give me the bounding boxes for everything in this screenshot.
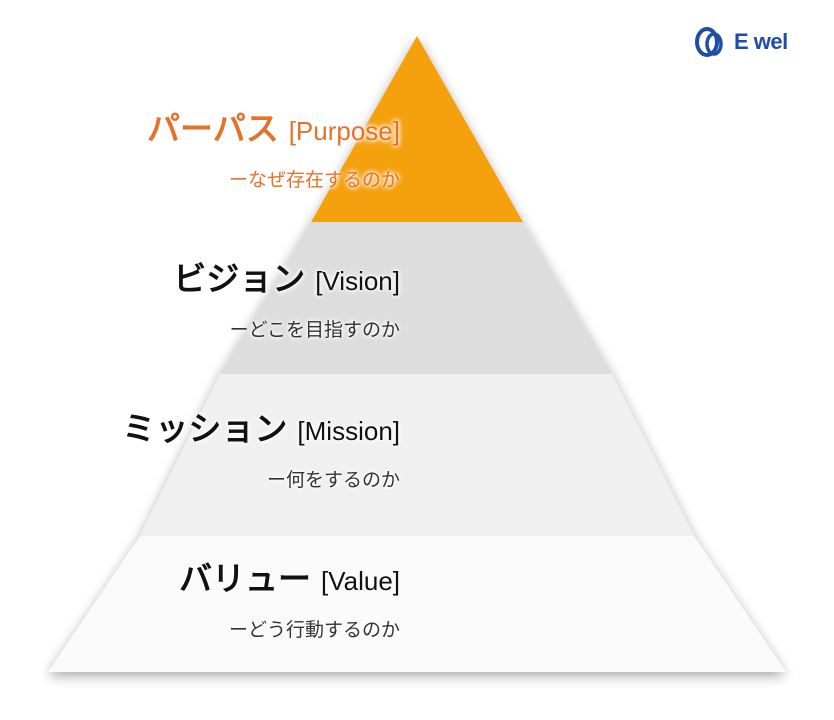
level-value-title: バリュー [Value] — [179, 562, 400, 595]
level-vision: ビジョン [Vision] ーどこを目指すのか — [173, 262, 400, 340]
level-vision-title-en: [Vision] — [315, 266, 400, 296]
level-purpose-title: パーパス [Purpose] — [147, 112, 400, 145]
level-purpose-subtitle: ーなぜ存在するのか — [228, 169, 400, 191]
level-vision-subtitle: ーどこを目指すのか — [229, 319, 400, 341]
level-mission-title: ミッション [Mission] — [122, 412, 400, 445]
pyramid-tier-vision — [220, 222, 612, 374]
pyramid-tier-value — [48, 536, 786, 672]
level-value-title-jp: バリュー — [178, 559, 311, 598]
level-value-title-en: [Value] — [320, 566, 400, 596]
level-vision-title-jp: ビジョン — [173, 259, 306, 298]
level-value-subtitle: ーどう行動するのか — [228, 619, 400, 641]
level-value: バリュー [Value] ーどう行動するのか — [179, 562, 400, 640]
ewel-logo: E wel — [694, 22, 788, 62]
ewel-logo-icon — [695, 27, 723, 57]
level-purpose-title-en: [Purpose] — [288, 116, 400, 146]
pyramid-tier-purpose — [311, 36, 523, 222]
pyramid-tier-mission — [140, 374, 694, 536]
level-purpose: パーパス [Purpose] ーなぜ存在するのか — [147, 112, 400, 190]
level-mission-subtitle: ー何をするのか — [266, 469, 400, 491]
level-mission: ミッション [Mission] ー何をするのか — [122, 412, 400, 490]
ewel-logo-text: E wel — [734, 29, 788, 54]
level-purpose-title-jp: パーパス — [147, 109, 279, 148]
level-mission-title-jp: ミッション — [122, 409, 288, 448]
level-vision-title: ビジョン [Vision] — [173, 262, 400, 295]
level-mission-title-en: [Mission] — [297, 416, 400, 446]
